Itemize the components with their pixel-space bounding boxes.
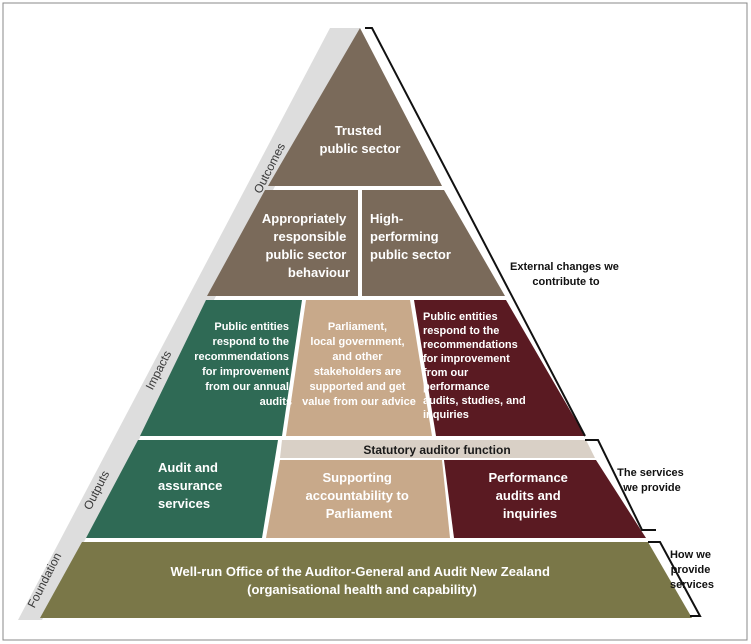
- note-services: The services we provide: [617, 467, 687, 494]
- foundation-line1: Well-run Office of the Auditor-General a…: [170, 564, 549, 579]
- bracket-outputs: [585, 439, 656, 531]
- note-how-line2: provide: [671, 564, 711, 576]
- impacts-right-line5: from our: [423, 367, 469, 379]
- outcomes-left-label: Appropriately responsible public sector …: [262, 211, 350, 280]
- outputs-left-block: [86, 440, 278, 538]
- outcomes-right-line3: public sector: [370, 247, 451, 262]
- impacts-middle-block: [286, 300, 432, 436]
- outputs-right-line3: inquiries: [503, 506, 557, 521]
- outcomes-top-label: Trusted public sector: [320, 123, 401, 156]
- impacts-left-line4: for improvement: [202, 366, 289, 378]
- bracket-foundation: [648, 541, 702, 617]
- outputs-right-line1: Performance: [488, 470, 567, 485]
- note-how-line3: services: [670, 579, 714, 591]
- note-external: External changes we contribute to: [510, 261, 622, 288]
- outcomes-left-line4: behaviour: [288, 265, 350, 280]
- outcomes-left-line1: Appropriately: [262, 211, 347, 226]
- outcomes-left-line2: responsible: [273, 229, 346, 244]
- outcomes-left-block: [207, 190, 358, 296]
- impacts-middle-label: Parliament, local government, and other …: [302, 321, 416, 408]
- impacts-right-line3: recommendations: [423, 339, 518, 351]
- impacts-middle-line1: Parliament,: [328, 321, 387, 333]
- impacts-middle-line5: supported and get: [309, 381, 405, 393]
- impacts-left-line1: Public entities: [214, 321, 289, 333]
- impacts-left-line5: from our annual: [205, 381, 289, 393]
- outcomes-top-block: [268, 28, 442, 186]
- note-external-line2: contribute to: [532, 276, 599, 288]
- impacts-right-line8: inquiries: [423, 409, 469, 421]
- outputs-right-label: Performance audits and inquiries: [488, 470, 571, 521]
- impacts-right-line4: for improvement: [423, 353, 510, 365]
- impacts-left-line6: audits: [260, 396, 292, 408]
- impacts-middle-line4: stakeholders are: [314, 366, 401, 378]
- note-how: How we provide services: [670, 549, 714, 591]
- foundation-line2: (organisational health and capability): [247, 582, 477, 597]
- outputs-left-line2: assurance: [158, 478, 222, 493]
- impacts-right-block: [414, 300, 585, 436]
- note-how-line1: How we: [670, 549, 711, 561]
- impacts-left-line3: recommendations: [194, 351, 289, 363]
- outputs-right-line2: audits and: [496, 488, 561, 503]
- outcomes-left-line3: public sector: [265, 247, 346, 262]
- impacts-right-line2: respond to the: [423, 325, 499, 337]
- outputs-left-label: Audit and assurance services: [158, 460, 226, 511]
- impacts-left-label: Public entities respond to the recommend…: [194, 321, 292, 408]
- outputs-middle-label: Supporting accountability to Parliament: [306, 470, 413, 521]
- outputs-left-line3: services: [158, 496, 210, 511]
- statutory-band-label: Statutory auditor function: [363, 443, 510, 457]
- impacts-right-label: Public entities respond to the recommend…: [423, 311, 529, 421]
- note-services-line2: we provide: [622, 482, 680, 494]
- outcomes-right-line1: High-: [370, 211, 403, 226]
- outputs-middle-line1: Supporting: [323, 470, 392, 485]
- note-services-line1: The services: [617, 467, 684, 479]
- outcomes-right-line2: performing: [370, 229, 439, 244]
- outcomes-top-line2: public sector: [320, 141, 401, 156]
- impacts-middle-line6: value from our advice: [302, 396, 416, 408]
- outputs-left-line1: Audit and: [158, 460, 218, 475]
- impacts-left-line2: respond to the: [213, 336, 289, 348]
- impacts-right-line7: audits, studies, and: [423, 395, 526, 407]
- bracket-outcomes-impacts: [365, 27, 586, 437]
- outcomes-right-block: [362, 190, 505, 296]
- outcomes-right-label: High- performing public sector: [370, 211, 451, 262]
- outputs-right-block: [444, 460, 646, 538]
- note-external-line1: External changes we: [510, 261, 619, 273]
- impacts-middle-line3: and other: [332, 351, 383, 363]
- outcomes-top-line1: Trusted: [335, 123, 382, 138]
- outputs-middle-line3: Parliament: [326, 506, 393, 521]
- impacts-left-block: [140, 300, 302, 436]
- outputs-middle-block: [266, 460, 450, 538]
- foundation-block: [40, 542, 692, 618]
- foundation-label: Well-run Office of the Auditor-General a…: [170, 564, 553, 597]
- impacts-right-line1: Public entities: [423, 311, 498, 323]
- impacts-right-line6: performance: [423, 381, 490, 393]
- statutory-band: [280, 440, 595, 458]
- impacts-middle-line2: local government,: [310, 336, 404, 348]
- outputs-middle-line2: accountability to: [306, 488, 409, 503]
